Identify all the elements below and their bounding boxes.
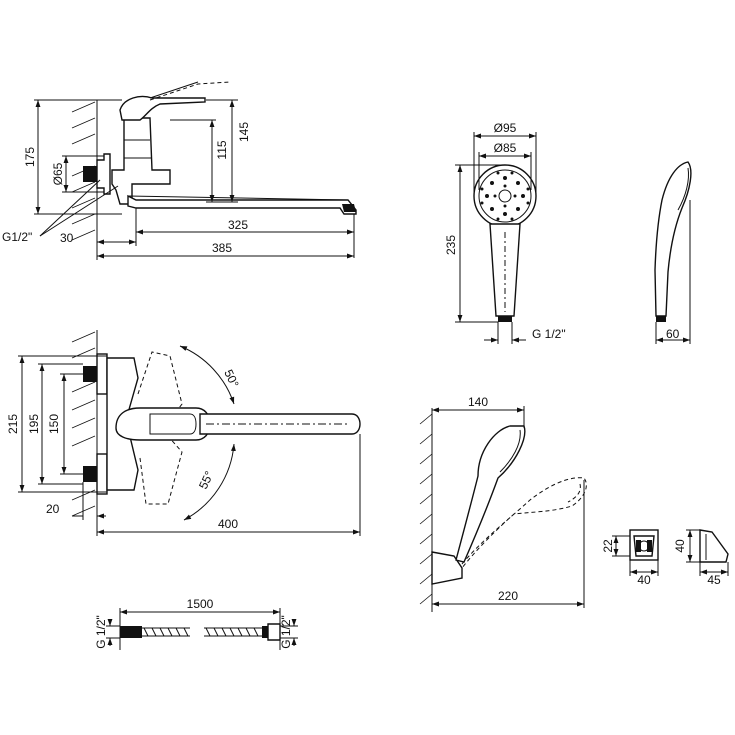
hand-shower-dimensions: Ø95 Ø85 235 G 1/2" 60: [444, 121, 691, 344]
angle-up: 50°: [221, 367, 241, 390]
side-view-dimensions: 175 Ø65 145 115 G1/2" 30: [2, 99, 355, 260]
shower-nozzles: [480, 171, 530, 221]
dim-holder-reach: 220: [498, 589, 518, 603]
dim-shower-depth: 60: [666, 327, 680, 341]
dim-diameter: Ø65: [51, 162, 65, 185]
shower-front-outline: [473, 164, 537, 322]
dim-height-upper: 145: [237, 122, 251, 142]
dim-offset: 30: [60, 231, 74, 245]
dim-height-lever: 115: [215, 140, 229, 159]
dim-centers: 150: [47, 414, 61, 434]
dim-total-length: 385: [212, 241, 232, 255]
shower-side-outline: [654, 161, 692, 322]
dim-spout-reach: 325: [228, 218, 248, 232]
dim-thread: G1/2": [2, 230, 32, 244]
dim-bracket-side-height: 40: [673, 539, 687, 553]
hand-shower-view: Ø95 Ø85 235 G 1/2" 60: [444, 121, 692, 344]
hose-outline: [120, 623, 281, 641]
dim-holder-projection: 140: [468, 395, 488, 409]
dim-height-total: 175: [23, 147, 37, 167]
hose-dimensions: 1500 G 1/2" G 1/2": [94, 597, 298, 650]
dim-outer-diameter: Ø95: [494, 121, 517, 135]
dim-bracket-front-height: 22: [601, 539, 615, 553]
holder-dimensions: 140 220: [432, 395, 585, 608]
bracket-view: 22 40 40 45: [601, 529, 729, 587]
hose-view: 1500 G 1/2" G 1/2": [94, 597, 298, 650]
angle-down: 55°: [196, 469, 216, 492]
dim-hose-thread-left: G 1/2": [94, 615, 108, 649]
bracket-side: 40 45: [673, 529, 729, 587]
faucet-top-outline: [83, 351, 361, 505]
dim-inner-diameter: Ø85: [494, 141, 517, 155]
faucet-side-outline: [83, 81, 357, 215]
dim-wall-offset: 20: [46, 502, 60, 516]
dim-shower-length: 235: [444, 235, 458, 255]
top-view-dimensions: 215 195 150 20 400: [6, 355, 361, 536]
dim-shower-thread: G 1/2": [532, 327, 566, 341]
holder-outline: [431, 425, 587, 585]
dim-top-height-mid: 195: [27, 414, 41, 434]
holder-view: 140 220: [419, 395, 587, 612]
dim-bracket-side-width: 45: [707, 573, 721, 587]
dim-spout-length: 400: [218, 517, 238, 531]
holder-wall-hatch: [419, 408, 433, 612]
dim-hose-length: 1500: [187, 597, 214, 611]
bracket-front: 22 40: [601, 529, 659, 587]
top-view: 50° 55° 215 195 150 20: [6, 330, 361, 536]
dim-top-height-total: 215: [6, 414, 20, 434]
dim-bracket-front-width: 40: [637, 573, 651, 587]
side-view: 175 Ø65 145 115 G1/2" 30: [2, 81, 357, 260]
dim-hose-thread-right: G 1/2": [279, 615, 293, 649]
